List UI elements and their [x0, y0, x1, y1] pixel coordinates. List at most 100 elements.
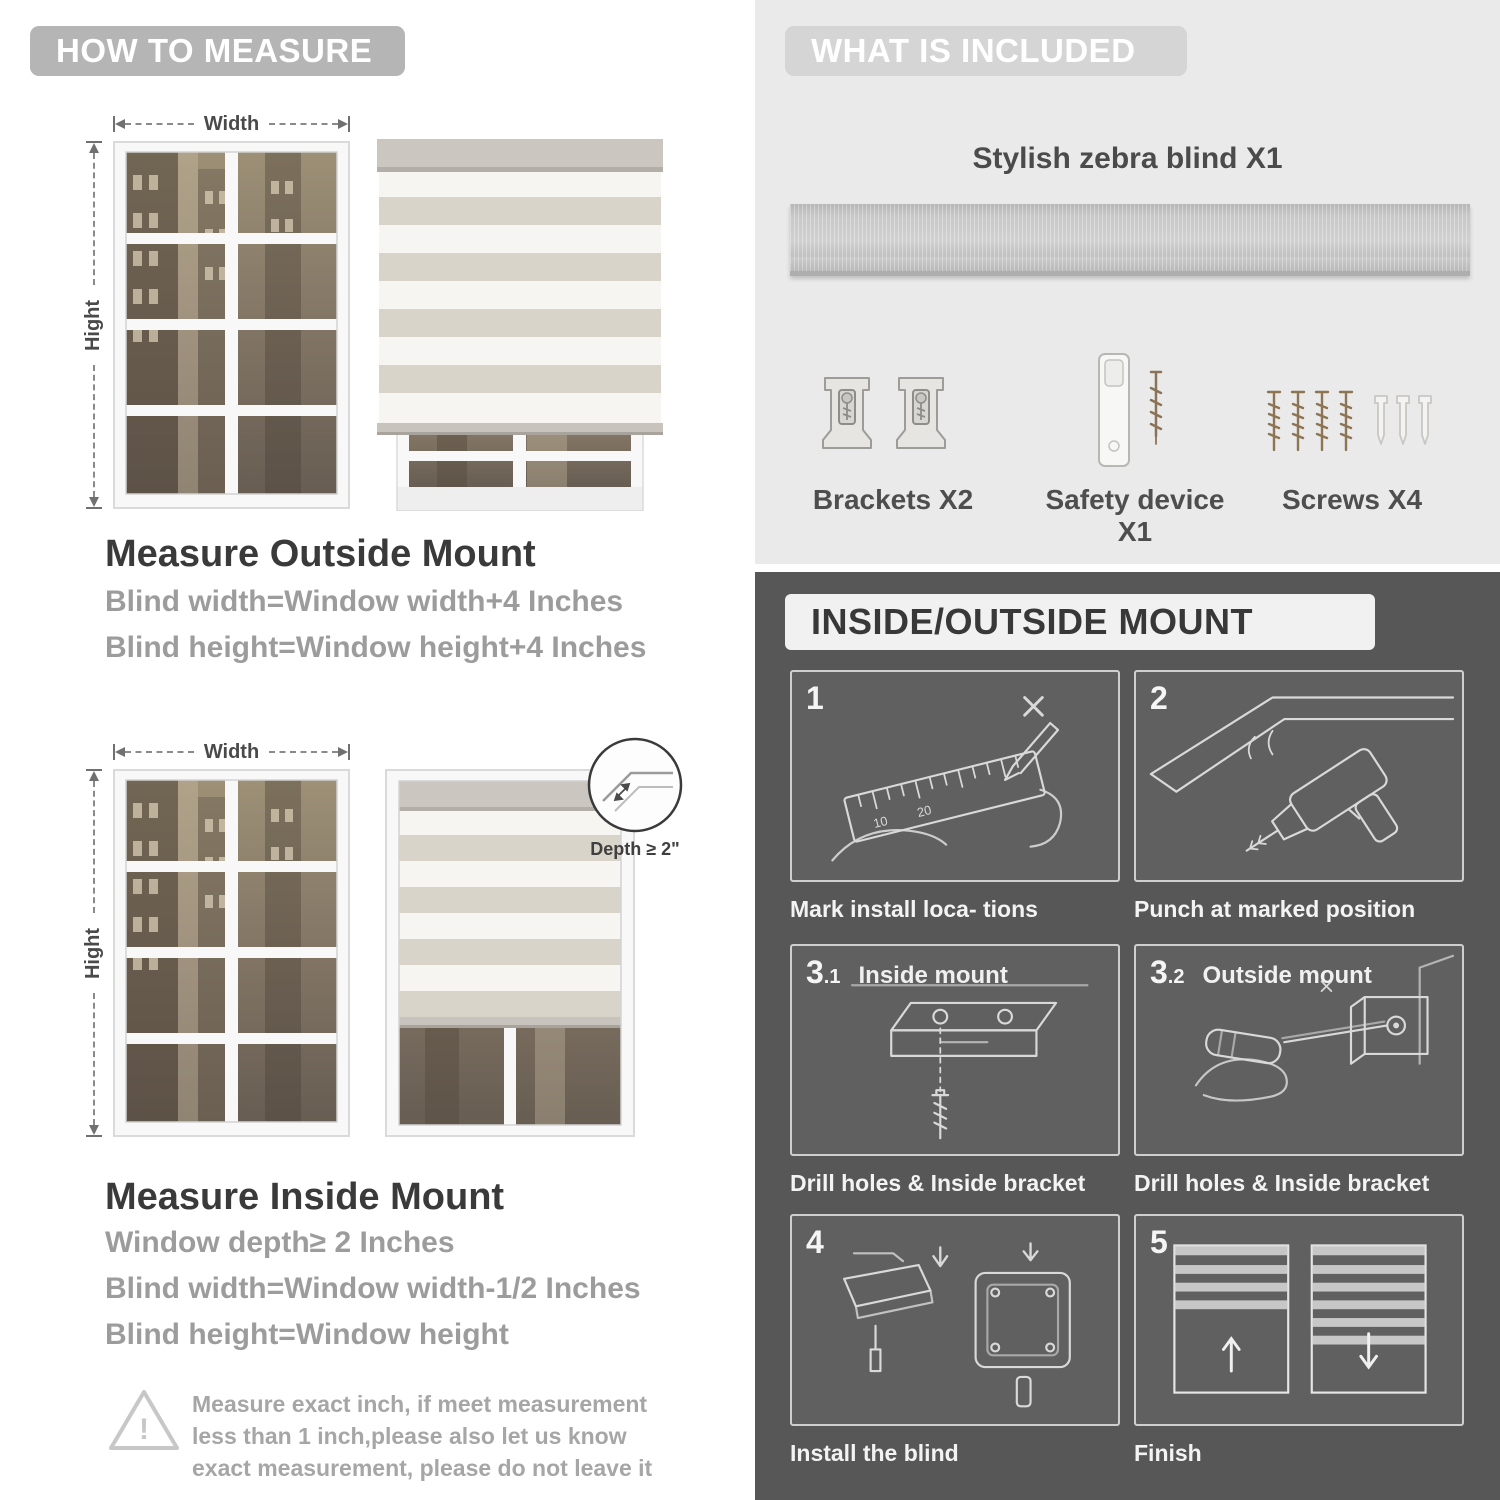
arrowhead-left-icon [115, 119, 125, 129]
step-3-1-inline-label: Inside mount [858, 962, 1008, 989]
width-dimension-arrow: Width [113, 113, 351, 135]
depth-detail-circle-icon [587, 737, 683, 833]
inside-mount-title: Measure Inside Mount [105, 1176, 505, 1218]
outside-mount-title: Measure Outside Mount [105, 533, 536, 575]
brackets-icons [817, 372, 951, 452]
product-label: Stylish zebra blind X1 [972, 142, 1283, 175]
screws-label: Screws X4 [1281, 484, 1423, 515]
step-1-caption: Mark install loca- tions [790, 896, 1038, 922]
dimension-tick [348, 744, 351, 760]
arrowhead-down-icon [89, 497, 99, 507]
arrowhead-right-icon [338, 747, 349, 757]
dimension-tick [86, 1135, 102, 1137]
window-photo [113, 769, 350, 1137]
step-3-1-caption: Drill holes & Inside bracket [790, 1170, 1086, 1196]
safety-device-icon [1098, 353, 1163, 467]
step-4-tile: 4 [790, 1214, 1120, 1426]
dimension-dash [269, 123, 339, 125]
dimension-dash [93, 993, 95, 1125]
mount-header: INSIDE/OUTSIDE MOUNT [785, 594, 1375, 650]
step-4-caption: Install the blind [790, 1440, 959, 1466]
step-3-1-tile: 3.1 Inside mount [790, 944, 1120, 1156]
step-5-caption: Finish [1134, 1440, 1202, 1466]
drill-illustration [1149, 696, 1455, 852]
measure-warning-text: Measure exact inch, if meet measurement … [192, 1391, 653, 1482]
dimension-tick [113, 116, 115, 132]
wall-anchor-icon [1374, 395, 1388, 445]
dimension-dash [125, 751, 194, 753]
bracket-icon [896, 377, 946, 449]
dimension-tick [348, 116, 351, 132]
warning-triangle-icon: ! [109, 1390, 179, 1450]
mount-instructions-section: INSIDE/OUTSIDE MOUNT 1 10 20 [755, 572, 1500, 1500]
svg-text:!: ! [139, 1413, 149, 1446]
height-label-box: Hight [68, 285, 119, 365]
inside-formula-width: Blind width=Window width-1/2 Inches [105, 1272, 641, 1305]
window-photo [113, 141, 350, 509]
width-label: Width [203, 741, 260, 763]
step-3-1-number: 3.1 Inside mount [806, 954, 1008, 990]
zebra-blind-outside-illustration [377, 139, 663, 511]
dimension-tick [86, 507, 102, 509]
dimension-tick [86, 141, 102, 143]
screws-icons [1266, 390, 1432, 452]
safety-device-label: Safety device X1 [1045, 484, 1225, 547]
outside-bracket-illustration [1194, 954, 1455, 1102]
how-to-measure-section: HOW TO MEASURE Width Hight [0, 0, 720, 1500]
what-is-included-header-label: WHAT IS INCLUDED [811, 32, 1136, 69]
mark-locations-illustration: 10 20 [831, 696, 1063, 862]
zebra-blind-inside-illustration [385, 769, 635, 1137]
step-2-caption: Punch at marked position [1134, 896, 1416, 922]
step-4-number: 4 [806, 1224, 824, 1260]
step-5-number: 5 [1150, 1224, 1168, 1260]
step-3-2-tile: 3.2 Outside mount [1134, 944, 1464, 1156]
step-3-2-caption: Drill holes & Inside bracket [1134, 1170, 1430, 1196]
finish-illustration [1173, 1244, 1427, 1394]
dimension-dash [269, 751, 339, 753]
width-dimension-arrow: Width [113, 741, 351, 763]
bracket-icon [822, 377, 872, 449]
outside-formula-width: Blind width=Window width+4 Inches [105, 585, 624, 618]
arrowhead-left-icon [115, 747, 125, 757]
arrowhead-right-icon [338, 119, 349, 129]
step-1-number: 1 [806, 680, 824, 716]
inside-mount-diagram: Width Hight [80, 725, 710, 1145]
wall-anchor-icon [1396, 395, 1410, 445]
height-dimension-arrow: Hight [82, 141, 106, 509]
svg-text:10: 10 [872, 813, 889, 831]
brackets-label: Brackets X2 [812, 484, 974, 515]
dimension-dash [93, 153, 95, 285]
outside-mount-diagram: Width Hight [80, 107, 670, 519]
outside-formula-height: Blind height=Window height+4 Inches [105, 631, 647, 664]
height-label-box: Hight [68, 913, 119, 993]
arrowhead-up-icon [89, 771, 99, 781]
height-dimension-arrow: Hight [82, 769, 106, 1137]
step-5-tile: 5 [1134, 1214, 1464, 1426]
what-is-included-header: WHAT IS INCLUDED [785, 26, 1187, 76]
dimension-tick [113, 744, 115, 760]
height-label: Hight [82, 299, 105, 351]
arrowhead-up-icon [89, 143, 99, 153]
step-3-2-inline-label: Outside mount [1202, 962, 1372, 989]
what-is-included-section: WHAT IS INCLUDED Stylish zebra blind X1 … [755, 0, 1500, 564]
arrowhead-down-icon [89, 1125, 99, 1135]
inside-formula-height: Blind height=Window height [105, 1318, 509, 1351]
step-3-2-number: 3.2 Outside mount [1150, 954, 1372, 990]
svg-text:20: 20 [915, 802, 932, 820]
dimension-dash [93, 781, 95, 913]
height-label: Hight [82, 927, 105, 979]
dimension-dash [125, 123, 194, 125]
step-1-tile: 1 10 20 [790, 670, 1120, 882]
install-blind-illustration [843, 1242, 1071, 1408]
dimension-tick [86, 769, 102, 771]
wall-anchor-icon [1418, 395, 1432, 445]
step-2-tile: 2 [1134, 670, 1464, 882]
width-label: Width [203, 113, 260, 135]
how-to-measure-header: HOW TO MEASURE [30, 26, 405, 76]
dimension-dash [93, 365, 95, 497]
inside-formula-depth: Window depth≥ 2 Inches [105, 1226, 455, 1259]
depth-callout-label: Depth ≥ 2" [590, 839, 680, 859]
mount-header-label: INSIDE/OUTSIDE MOUNT [811, 601, 1254, 642]
zebra-blind-cassette-image [790, 204, 1470, 276]
